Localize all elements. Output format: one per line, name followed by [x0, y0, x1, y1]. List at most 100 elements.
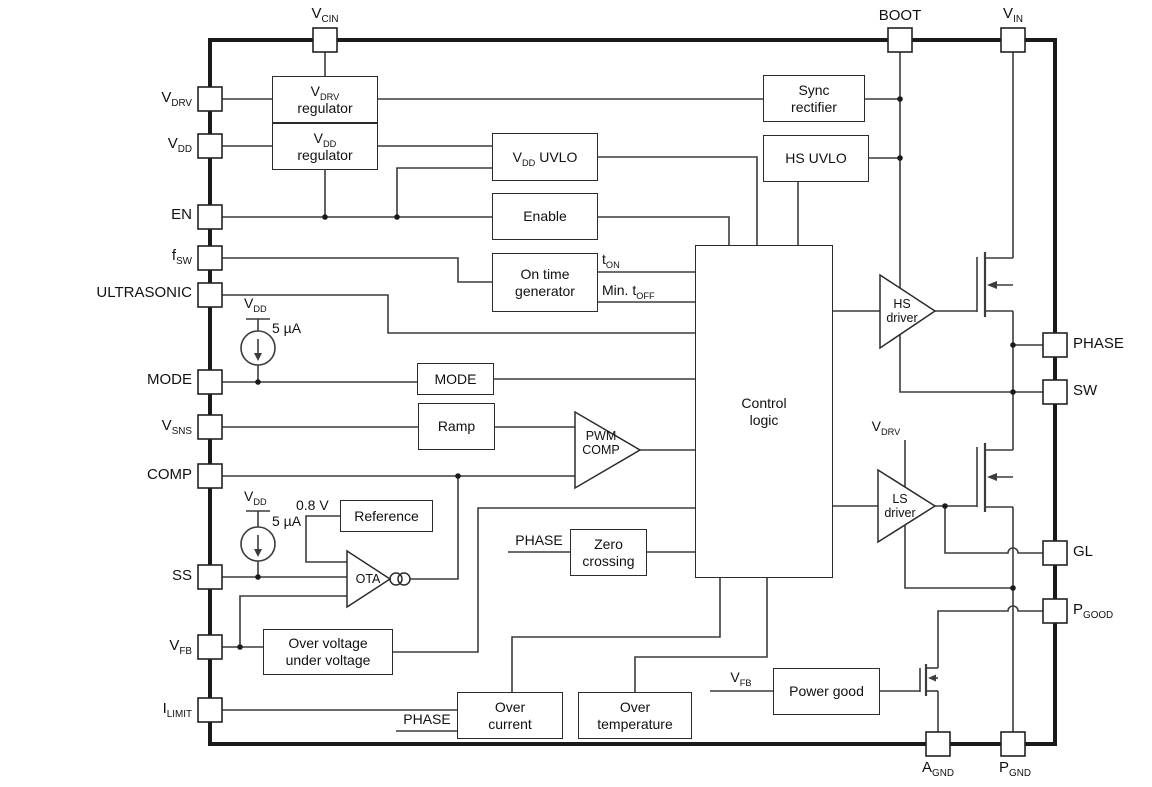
- block-zero-crossing: Zero crossing: [570, 529, 647, 576]
- pin-label-fsw: fSW: [171, 247, 192, 267]
- pwm-comp-triangle: [574, 410, 642, 490]
- wire-enable-out: [598, 216, 730, 245]
- block-power-good: Power good: [773, 668, 880, 715]
- block-label: Ramp: [437, 418, 476, 435]
- ls-driver-label: LS driver: [884, 492, 916, 520]
- wire-vdduvlo-out: [598, 156, 758, 245]
- pin-pads: [197, 27, 1068, 757]
- pin-en: [197, 204, 223, 230]
- block-vdd-regulator: VDD regulator: [272, 123, 378, 170]
- pin-label-vin: VIN: [1003, 5, 1023, 25]
- block-over-temperature: Over temperature: [578, 692, 692, 739]
- block-label: rectifier: [791, 98, 837, 115]
- block-label: crossing: [582, 552, 635, 569]
- block-label: Power good: [789, 683, 864, 700]
- block-label: Enable: [523, 208, 567, 225]
- pwm-comp-label: PWM COMP: [582, 429, 620, 457]
- pin-label-gl: GL: [1073, 543, 1094, 560]
- pin-label-pgood: PGOOD: [1073, 601, 1114, 621]
- block-ramp: Ramp: [418, 403, 495, 450]
- ls-driver-triangle: [877, 468, 937, 544]
- block-label: Control: [741, 394, 787, 411]
- net-label-vdd-rail-ss: VDD: [244, 488, 267, 507]
- net-label-vfb-pg: VFB: [730, 669, 752, 688]
- wire-fsw: [222, 257, 492, 283]
- amplifier-shapes: [346, 273, 937, 609]
- block-on-time-generator: On time generator: [492, 253, 598, 312]
- wire-ultrasonic: [222, 294, 695, 334]
- block-label: logic: [749, 411, 779, 428]
- pin-label-agnd: AGND: [922, 759, 954, 779]
- block-label: VDD: [313, 129, 337, 149]
- pin-label-vcin: VCIN: [311, 5, 339, 25]
- net-label-vdrv-ls: VDRV: [871, 418, 901, 437]
- net-label-phase-oc: PHASE: [403, 711, 451, 727]
- wire-reference-to-ota: [305, 515, 347, 563]
- pin-phase: [1042, 332, 1068, 358]
- pin-gl: [1042, 540, 1068, 566]
- pin-pgood: [1042, 598, 1068, 624]
- block-over-voltage-under-voltage: Over voltage under voltage: [263, 629, 393, 675]
- block-label: under voltage: [285, 652, 371, 668]
- pin-ilimit: [197, 697, 223, 723]
- pin-ultrasonic: [197, 282, 223, 308]
- net-label-ton: tON: [602, 251, 620, 270]
- pin-agnd: [925, 731, 951, 757]
- block-label: On time: [520, 265, 570, 282]
- wire-ot-out: [634, 578, 768, 692]
- pin-vcin: [312, 27, 338, 53]
- block-over-current: Over current: [457, 692, 563, 739]
- wire-hsdriver-return: [899, 311, 1013, 393]
- wire-en-to-vdduvlo: [396, 167, 492, 217]
- pin-label-ss: SS: [171, 567, 192, 584]
- block-label: regulator: [297, 146, 353, 163]
- block-vdrv-regulator: VDRV regulator: [272, 76, 378, 123]
- block-label: regulator: [297, 99, 353, 116]
- block-label: MODE: [434, 370, 477, 387]
- block-reference: Reference: [340, 500, 433, 532]
- pin-label-boot: BOOT: [878, 7, 922, 24]
- block-vdd-uvlo: VDD UVLO: [492, 133, 598, 181]
- block-label: VDD UVLO: [512, 148, 578, 168]
- block-label: generator: [515, 282, 575, 299]
- pin-sw: [1042, 379, 1068, 405]
- junction-dots: [237, 96, 1016, 650]
- wire-ota-out: [410, 476, 459, 580]
- ota-output-symbol: [397, 572, 411, 586]
- current-sources: [240, 330, 276, 562]
- block-label: Over voltage: [288, 635, 368, 652]
- block-label: Zero: [594, 535, 623, 552]
- pin-vsns: [197, 414, 223, 440]
- pin-pgnd: [1000, 731, 1026, 757]
- net-label-min-toff: Min. tOFF: [602, 282, 655, 301]
- block-label: Over: [494, 698, 526, 715]
- net-label-phase-zc: PHASE: [515, 532, 563, 548]
- wire-pgood: [937, 605, 1043, 668]
- pin-vfb: [197, 634, 223, 660]
- pin-label-en: EN: [171, 206, 192, 223]
- block-sync-rectifier: Sync rectifier: [763, 75, 865, 122]
- ota-output-symbol: [389, 572, 403, 586]
- hs-mosfet-icon: [976, 252, 1013, 317]
- block-label: Sync: [798, 81, 830, 98]
- net-label-vdd-rail-mode: VDD: [244, 295, 267, 314]
- block-enable: Enable: [492, 193, 598, 240]
- pin-mode: [197, 369, 223, 395]
- block-label: Over: [619, 698, 651, 715]
- block-label: HS UVLO: [785, 150, 847, 167]
- pin-label-vsns: VSNS: [161, 417, 192, 437]
- current-value-label: 5 µA: [272, 320, 302, 336]
- current-value-label: 5 µA: [272, 513, 302, 529]
- mosfets: [919, 252, 1013, 696]
- pin-fsw: [197, 245, 223, 271]
- pin-comp: [197, 463, 223, 489]
- pin-vin: [1000, 27, 1026, 53]
- ls-mosfet-icon: [976, 443, 1013, 512]
- pin-label-pgnd: PGND: [999, 759, 1031, 779]
- pin-label-ultrasonic: ULTRASONIC: [96, 284, 192, 301]
- pin-label-vdd: VDD: [167, 135, 192, 155]
- ota-label: OTA: [355, 572, 381, 586]
- pin-label-phase: PHASE: [1073, 335, 1124, 352]
